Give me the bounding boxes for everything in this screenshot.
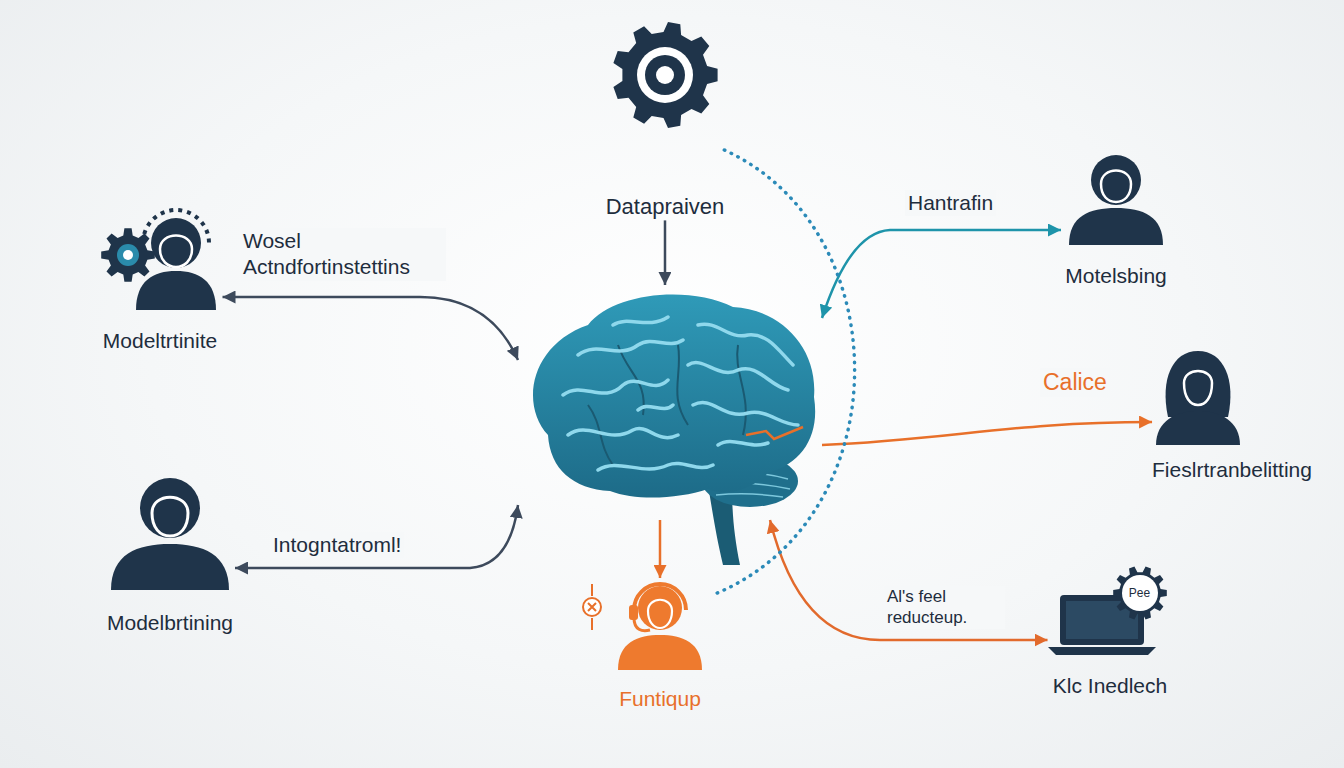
icon-shape bbox=[648, 600, 672, 628]
icon-shape bbox=[533, 295, 815, 498]
node-caption: Funtiqup bbox=[619, 686, 701, 711]
node-caption: Modeltrtinite bbox=[103, 328, 217, 353]
node-caption: Fieslrtranbelitting bbox=[1152, 457, 1312, 482]
icon-shape bbox=[1069, 208, 1163, 245]
icon-node: Modelbrtining bbox=[105, 470, 235, 635]
icon-shape bbox=[1156, 411, 1240, 445]
node-caption: Klc Inedlech bbox=[1053, 673, 1167, 698]
icon-node: Datapraiven bbox=[606, 20, 725, 220]
icon-label: Pee bbox=[1129, 587, 1150, 599]
icon-shape bbox=[613, 22, 717, 128]
icon-shape bbox=[634, 618, 650, 631]
connector-arrow bbox=[659, 520, 662, 578]
icon-node: Fieslrtranbelitting bbox=[1152, 345, 1312, 482]
icon-shape bbox=[123, 250, 133, 260]
arrow-label: Hantrafin bbox=[905, 190, 996, 216]
icon-shape bbox=[1184, 371, 1212, 405]
icon-shape bbox=[1101, 171, 1131, 203]
node-caption: Modelbrtining bbox=[107, 610, 233, 635]
icon-shape bbox=[117, 244, 139, 266]
arrow-label: Calice bbox=[1040, 368, 1110, 397]
icon-shape bbox=[152, 497, 188, 536]
icon-node: Motelsbing bbox=[1061, 150, 1171, 288]
arrow-label: Wosel Actndfortinstettins bbox=[240, 228, 446, 281]
connector-arrow bbox=[822, 422, 1152, 445]
node-icon bbox=[1061, 150, 1171, 245]
brain-node bbox=[518, 285, 822, 520]
icon-shape bbox=[637, 47, 693, 103]
icon-shape bbox=[634, 584, 686, 610]
icon-shape bbox=[160, 236, 192, 268]
node-icon bbox=[1150, 345, 1245, 445]
connector-arrow bbox=[223, 297, 519, 360]
icon-node: Modeltrtinite bbox=[98, 205, 223, 353]
icon-shape bbox=[656, 66, 674, 84]
icon-shape bbox=[111, 544, 229, 590]
icon-shape bbox=[618, 635, 702, 670]
node-icon bbox=[610, 20, 720, 130]
icon-shape bbox=[140, 478, 200, 538]
icon-node: Funtiqup bbox=[608, 578, 713, 711]
icon-shape bbox=[588, 345, 746, 465]
icon-shape bbox=[1048, 647, 1156, 655]
icon-shape bbox=[1122, 575, 1158, 611]
icon-node: Klc Inedlech bbox=[1048, 565, 1173, 698]
brain-illustration bbox=[518, 285, 822, 520]
node-caption: Datapraiven bbox=[606, 194, 725, 220]
connector-arrow bbox=[770, 520, 1048, 640]
error-cross bbox=[588, 603, 596, 611]
node-icon bbox=[105, 470, 235, 590]
node-icon bbox=[1048, 565, 1173, 655]
node-caption: Motelsbing bbox=[1065, 263, 1167, 288]
icon-shape bbox=[629, 605, 638, 620]
icon-shape bbox=[1091, 155, 1141, 205]
node-icon bbox=[608, 578, 713, 670]
icon-shape bbox=[746, 427, 803, 439]
connector-arrow bbox=[664, 220, 667, 285]
arrow-label: Intogntatroml! bbox=[270, 532, 404, 558]
marker-tick bbox=[591, 584, 593, 596]
marker-tick bbox=[591, 618, 593, 630]
arrow-label: Al's feel reducteup. bbox=[884, 586, 1005, 629]
icon-shape bbox=[1165, 351, 1230, 417]
node-icon bbox=[98, 205, 223, 310]
connector-arrow bbox=[822, 230, 1061, 318]
icon-shape bbox=[563, 317, 798, 470]
icon-shape bbox=[143, 210, 209, 243]
icon-shape bbox=[136, 271, 216, 310]
icon-shape bbox=[101, 228, 155, 282]
icon-shape bbox=[1113, 567, 1167, 620]
icon-shape bbox=[151, 218, 201, 268]
icon-shape bbox=[645, 55, 685, 95]
icon-shape bbox=[638, 586, 682, 630]
connector-arrow bbox=[235, 505, 518, 568]
error-marker bbox=[583, 598, 601, 616]
